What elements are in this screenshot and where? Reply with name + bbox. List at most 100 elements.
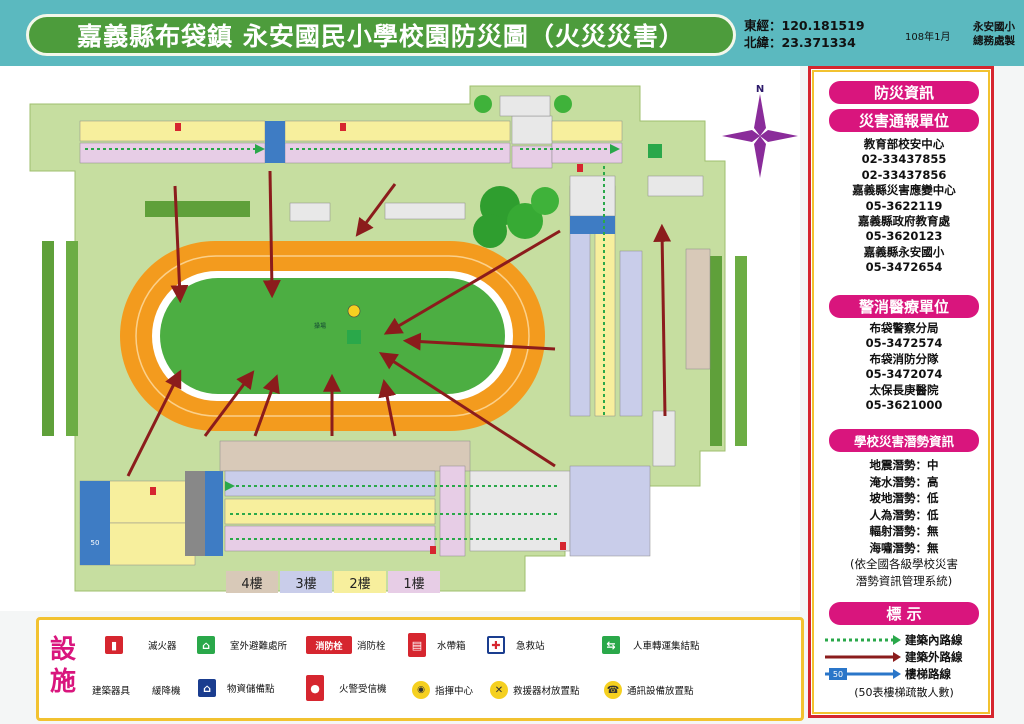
report-unit-phone: 05-3622119 (865, 198, 943, 213)
emergency-unit-phone: 05-3621000 (865, 398, 943, 413)
date-label: 108年1月 (905, 32, 951, 43)
potential-item: 人為潛勢：低 (869, 507, 939, 522)
legend-item-label: 救援器材放置點 (513, 686, 580, 697)
legend-item: ⌂ 室外避難處所 (197, 636, 287, 654)
legend-item: ⇆ 人車轉運集結點 (602, 636, 700, 654)
legend-item: ✕ 救援器材放置點 (490, 681, 580, 699)
report-unit-phone: 05-3620123 (865, 229, 943, 244)
tree (554, 95, 572, 113)
report-unit-phone: 02-33437855 (861, 152, 947, 167)
legend-item: ☎ 通訊設備放置點 (604, 681, 694, 699)
report-unit-name: 教育部校安中心 (863, 137, 945, 151)
activity-center (685, 248, 711, 370)
coordinates: 東經：120.181519 北緯：23.371334 (744, 17, 906, 51)
outer-route-line-icon (825, 652, 901, 662)
report-unit-name: 嘉義縣災害應變中心 (852, 183, 956, 198)
communication-icon: ☎ (604, 681, 622, 699)
fire-alarm-panel-icon: ● (306, 675, 324, 701)
legend-item-label: 急救站 (516, 641, 545, 652)
section-title-disaster-info: 防災資訊 (829, 81, 979, 104)
legend-outer-route-label: 建築外路線 (905, 650, 963, 664)
emergency-unit-name: 太保長庚醫院 (869, 382, 939, 397)
play-area (384, 202, 466, 220)
facility-legend-title: 設施 (50, 635, 77, 697)
legend-item: 建築器具 (92, 683, 130, 697)
command-center-icon: ◉ (412, 681, 430, 699)
disaster-info-panel: 防災資訊 災害通報單位 教育部校安中心 02-33437855 02-33437… (808, 66, 994, 718)
potential-item: 坡地潛勢：低 (869, 491, 939, 505)
report-unit-phone: 02-33437856 (861, 167, 947, 182)
legend-inner-route-label: 建築內路線 (905, 633, 963, 647)
stairs-count: 50 (91, 539, 100, 547)
stairs-badge: 50 (833, 670, 843, 679)
potential-list: 地震潛勢：中 淹水潛勢：高 坡地潛勢：低 人為潛勢：低 輻射潛勢：無 海嘯潛勢：… (815, 457, 993, 589)
legend-item: ◉ 指揮中心 (412, 681, 473, 699)
outdoor-shelter-icon: ⌂ (197, 636, 215, 654)
legend-item: ⌂ 物資儲備點 (198, 679, 275, 697)
floor-4-chip: 4樓 (226, 571, 278, 593)
emergency-unit-phone: 05-3472074 (865, 367, 943, 382)
supply-point-icon: ⌂ (198, 679, 216, 697)
legend-item-label: 指揮中心 (435, 686, 474, 697)
floor-2-chip: 2樓 (334, 571, 386, 593)
transfer-point-icon (648, 144, 662, 158)
legend-item-label: 水帶箱 (437, 641, 466, 652)
first-aid-icon: ✚ (487, 636, 505, 654)
report-unit-name: 嘉義縣永安國小 (863, 244, 945, 259)
legend-item-label: 建築器具 (92, 686, 131, 697)
potential-item: 海嘯潛勢：無 (869, 540, 939, 555)
coord-north: 北緯：23.371334 (744, 35, 856, 50)
floor-3-chip: 3樓 (280, 571, 332, 593)
potential-note: 潛勢資訊管理系統) (855, 573, 953, 588)
section-title-potential: 學校災害潛勢資訊 (829, 429, 979, 452)
legend-item: 消防栓 消防栓 (306, 636, 386, 654)
equipment-room (652, 410, 676, 467)
legend-item: ● 火警受信機 (306, 675, 387, 701)
stage-building (289, 202, 331, 222)
playground-label: 操場 (314, 322, 326, 330)
legend-item-label: 緩降機 (152, 686, 181, 697)
report-unit-phone: 05-3472654 (865, 260, 943, 275)
tree (474, 95, 492, 113)
page-title: 嘉義縣布袋鎮 永安國民小學校園防災圖（火災災害） (77, 22, 685, 51)
fire-extinguisher-icon (150, 123, 583, 554)
shrub-row-right (710, 256, 722, 446)
legend-item: ▮ 滅火器 (105, 636, 177, 654)
fire-extinguisher-icon: ▮ (105, 636, 123, 654)
legend-stairs-route: 50 樓梯路線 (823, 666, 987, 682)
report-unit-name: 嘉義縣政府教育處 (858, 214, 950, 229)
legend-item-label: 通訊設備放置點 (627, 686, 694, 697)
outdoor-shelter-icon (347, 330, 361, 344)
shrub-row-left-2 (66, 241, 78, 436)
campus-map: 操場 (29, 84, 798, 592)
stairs-route-line-icon: 50 (825, 668, 901, 680)
emergency-unit-name: 布袋警察分局 (869, 321, 939, 335)
floor-1-chip: 1樓 (388, 571, 440, 593)
org-label: 永安國小 總務處製 (966, 20, 1022, 48)
inner-route-line-icon (825, 635, 901, 645)
section-title-emergency-units: 警消醫療單位 (829, 295, 979, 318)
playground-field (160, 278, 505, 394)
title-banner: 嘉義縣布袋鎮 永安國民小學校園防災圖（火災災害） (26, 14, 736, 56)
org-line-1: 永安國小 (973, 21, 1015, 33)
legend-item: ▤ 水帶箱 (408, 633, 466, 657)
rescue-equipment-icon: ✕ (490, 681, 508, 699)
section-title-report-units: 災害通報單位 (829, 109, 979, 132)
section-title-marks: 標 示 (829, 602, 979, 625)
compass-north-label: N (756, 84, 764, 95)
shrub-row-right-2 (735, 256, 747, 446)
tree-cluster (473, 186, 559, 248)
fire-hydrant-icon: 消防栓 (306, 636, 352, 654)
emergency-unit-name: 布袋消防分隊 (869, 351, 939, 366)
legend-item: 緩降機 (152, 683, 181, 697)
stairs-note: (50表樓梯疏散人數) (854, 686, 954, 699)
potential-note: (依全國各級學校災害 (850, 557, 958, 571)
evacuation-routes (126, 170, 672, 477)
legend-item-label: 人車轉運集結點 (633, 641, 700, 652)
legend-inner-route: 建築內路線 (823, 632, 987, 648)
legend-item: ✚ 急救站 (487, 636, 545, 654)
legend-outer-route: 建築外路線 (823, 649, 987, 665)
legend-stairs-route-label: 樓梯路線 (905, 667, 951, 681)
legend-item-label: 物資儲備點 (227, 684, 275, 695)
assembly-point (647, 175, 704, 197)
